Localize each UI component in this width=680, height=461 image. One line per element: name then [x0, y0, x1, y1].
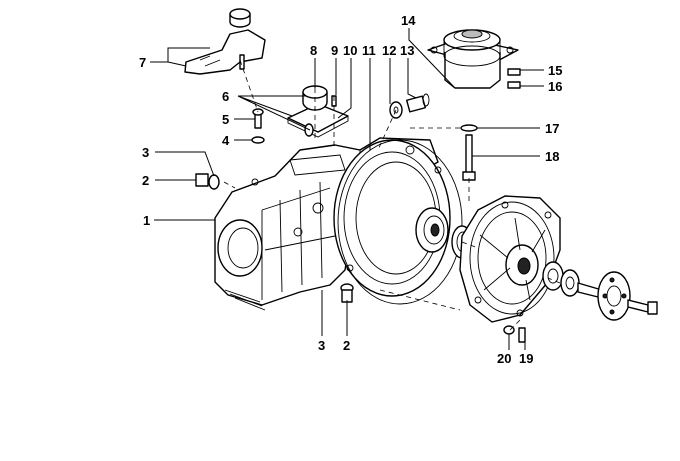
- oil-filler-assembly: [184, 8, 266, 75]
- callout-5: 5: [222, 112, 229, 127]
- callout-3: 3: [142, 145, 149, 160]
- callout-9: 9: [331, 43, 338, 58]
- callout-16: 16: [548, 79, 562, 94]
- mount-assembly: [287, 85, 349, 138]
- callout-2: 2: [142, 173, 149, 188]
- callout-14: 14: [401, 13, 416, 28]
- callout-18: 18: [545, 149, 559, 164]
- callout-12: 12: [382, 43, 396, 58]
- callout-8: 8: [310, 43, 317, 58]
- callout-20: 20: [497, 351, 511, 366]
- callout-19: 19: [519, 351, 533, 366]
- callout-15: 15: [548, 63, 562, 78]
- callout-1: 1: [143, 213, 150, 228]
- engine-mount: [427, 29, 519, 89]
- callout-2-bottom: 2: [343, 338, 350, 353]
- leader-lines: [150, 28, 544, 350]
- callout-13: 13: [400, 43, 414, 58]
- gearbox-housing: [214, 137, 463, 311]
- assembly-lines: [223, 59, 561, 331]
- callout-11: 11: [362, 43, 376, 58]
- callout-4: 4: [222, 133, 230, 148]
- callout-3-bottom: 3: [318, 338, 325, 353]
- callout-17: 17: [545, 121, 559, 136]
- output-shaft: [542, 261, 658, 321]
- callout-labels: 1 2 3 4 5 6 7 8 9 10 11 12 13 14 15 16 1…: [139, 13, 562, 366]
- callout-7: 7: [139, 55, 146, 70]
- callout-10: 10: [343, 43, 357, 58]
- callout-6: 6: [222, 89, 229, 104]
- rear-cover: [459, 195, 561, 323]
